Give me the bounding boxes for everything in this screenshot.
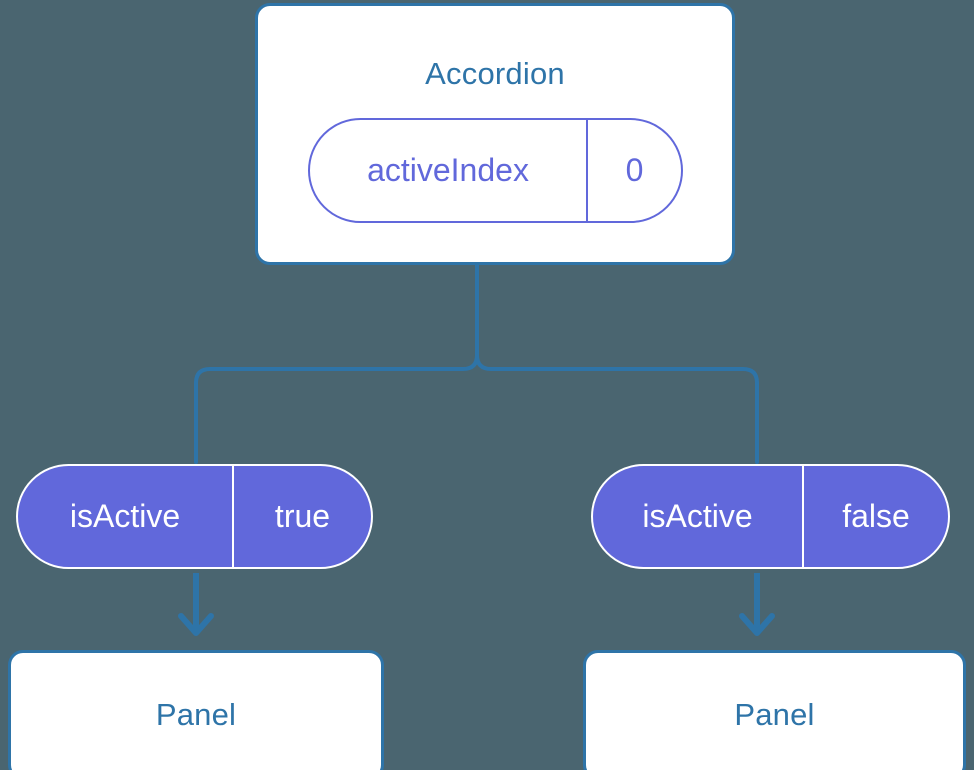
arrow-down-icon-right bbox=[739, 573, 775, 636]
panel-component-node-right[interactable]: Panel bbox=[583, 650, 966, 770]
state-pill-active-index-value: 0 bbox=[586, 120, 681, 221]
panel-component-node-left[interactable]: Panel bbox=[8, 650, 384, 770]
prop-pill-is-active-right-value: false bbox=[802, 466, 948, 567]
state-pill-active-index-key: activeIndex bbox=[367, 152, 529, 188]
connector-root-to-left-pill bbox=[194, 263, 479, 464]
panel-node-label-left: Panel bbox=[155, 697, 237, 732]
accordion-node-label: Accordion bbox=[425, 56, 565, 91]
prop-pill-is-active-right-key: isActive bbox=[642, 498, 753, 534]
prop-pill-is-active-left-value: true bbox=[232, 466, 371, 567]
prop-pill-is-active-left-key: isActive bbox=[69, 498, 181, 534]
state-pill-active-index[interactable]: activeIndex 0 bbox=[308, 118, 683, 223]
prop-pill-is-active-right[interactable]: isActive false bbox=[591, 464, 950, 569]
arrow-down-icon-left bbox=[178, 573, 214, 636]
prop-pill-is-active-left[interactable]: isActive true bbox=[16, 464, 373, 569]
panel-node-label-right: Panel bbox=[734, 697, 815, 732]
connector-root-to-right-pill bbox=[475, 263, 759, 464]
